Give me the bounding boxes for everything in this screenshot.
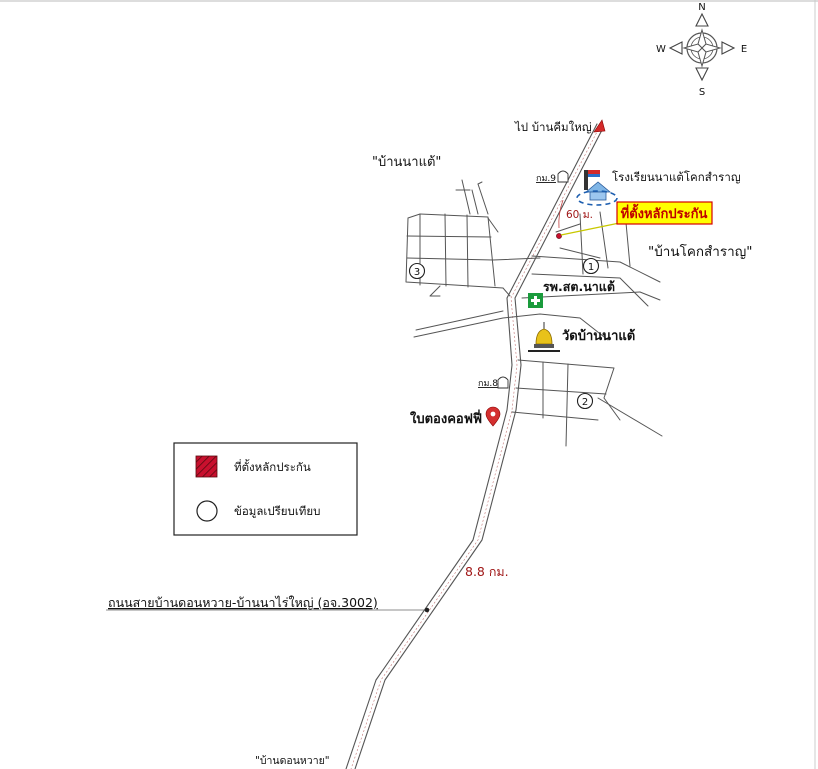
health-center-icon [528,293,543,308]
northwest-village-roads [405,179,541,297]
collateral-marker: 60 ม. ที่ตั้งหลักประกัน [556,199,713,239]
village-label-don-wai: "บ้านดอนหวาย" [255,755,330,767]
km8-marker: กม.8 [478,376,509,389]
collateral-label-box [616,201,713,225]
comparable-1: 1 [582,257,600,275]
compass-west-arrow [668,41,683,55]
legend-comparison-swatch [196,500,218,522]
comparable-2: 2 [576,392,594,410]
compass-west-label: W [656,44,666,55]
east-village-roads [521,211,661,307]
main-road-east-edge [354,127,604,769]
legend-comparison-label: ข้อมูลเปรียบเทียบ [234,504,320,518]
comparable-2-number: 2 [582,397,588,408]
village-label-na-tae: "บ้านนาแต้" [372,155,441,170]
compass-north-label: N [698,2,705,13]
west-branch-road [413,313,609,341]
health-center-label: รพ.สต.นาแต้ [543,279,615,294]
school-access-spur [555,223,581,233]
comparable-3-number: 3 [414,267,420,278]
coffee-shop-pin-icon [485,406,501,427]
destination-arrow-icon [593,119,606,133]
legend-collateral-label: ที่ตั้งหลักประกัน [234,459,311,474]
compass-south-arrow [695,67,709,82]
compass-north-arrow [695,12,709,27]
village-label-khok-samran: "บ้านโคกสำราญ" [648,243,752,260]
main-road-center-dots [350,125,601,769]
legend-box: ที่ตั้งหลักประกัน ข้อมูลเปรียบเทียบ [173,442,358,536]
school-label: โรงเรียนนาแต้โคกสำราญ [612,170,741,184]
compass-rose: N S W E [656,2,747,98]
legend-collateral-swatch [195,455,218,478]
compass-east-label: E [741,44,747,55]
comparable-1-number: 1 [588,262,594,273]
west-branch-road-edge [415,310,504,331]
temple-icon [528,322,560,352]
main-road-label: ถนนสายบ้านดอนหวาย-บ้านนาไร่ใหญ่ (อจ.3002… [108,595,378,610]
southeast-village-roads [511,359,663,447]
compass-east-arrow [721,41,736,55]
km8-label: กม.8 [478,379,498,389]
km-post-icon [557,170,569,183]
collateral-distance-arc [558,199,564,229]
collateral-label: ที่ตั้งหลักประกัน [621,203,708,222]
school-icon [576,170,618,206]
km9-marker: กม.9 [536,170,569,184]
main-road-west-edge [345,123,598,769]
km9-label: กม.9 [536,174,556,184]
collateral-distance-label: 60 ม. [566,209,593,221]
destination-label: ไป บ้านคีมใหญ่ [514,120,592,134]
km-post-icon [497,376,509,389]
comparable-3: 3 [408,262,426,280]
collateral-point-icon [556,233,562,239]
main-road-junction-point [424,607,430,613]
route-distance-label: 8.8 กม. [465,564,509,579]
temple-label: วัดบ้านนาแต้ [562,328,635,344]
coffee-shop-label: ใบตองคอฟฟี่ [410,409,482,427]
compass-south-label: S [699,87,705,98]
road-network [345,123,663,769]
